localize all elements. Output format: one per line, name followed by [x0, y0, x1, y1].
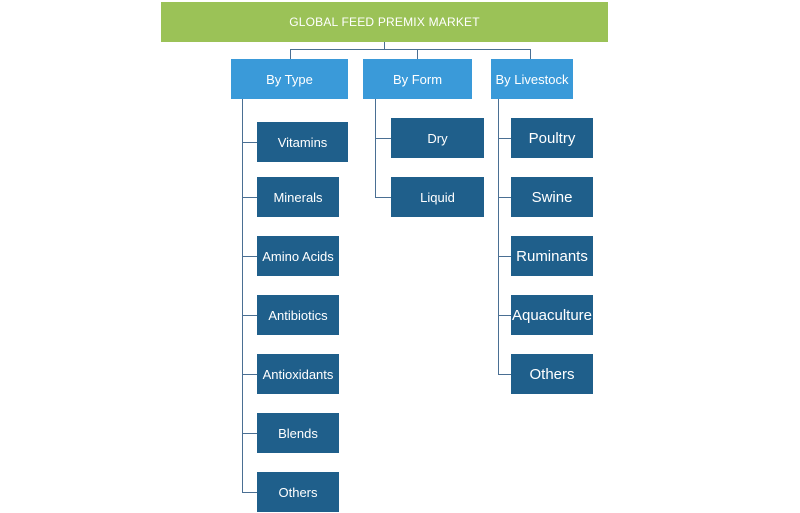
leaf-antibiotics: Antibiotics: [257, 295, 339, 335]
category-by-type: By Type: [231, 59, 348, 99]
leaf-antioxidants: Antioxidants: [257, 354, 339, 394]
leaf-label: Vitamins: [277, 134, 328, 150]
leaf-label: Ruminants: [516, 247, 588, 265]
category-label: By Type: [266, 71, 313, 87]
leaf-label: Others: [529, 365, 575, 383]
leaf-label: Antibiotics: [268, 307, 328, 323]
leaf-label: Others: [278, 484, 318, 500]
root-node-title: GLOBAL FEED PREMIX MARKET: [161, 2, 608, 42]
leaf-poultry: Poultry: [511, 118, 593, 158]
leaf-aquaculture: Aquaculture: [511, 295, 593, 335]
leaf-label: Liquid: [420, 189, 455, 205]
leaf-swine: Swine: [511, 177, 593, 217]
category-label: By Livestock: [495, 71, 569, 87]
leaf-label: Amino Acids: [262, 248, 334, 264]
leaf-liquid: Liquid: [391, 177, 484, 217]
leaf-label: Antioxidants: [262, 366, 334, 382]
leaf-label: Aquaculture: [511, 306, 593, 324]
leaf-label: Blends: [278, 425, 318, 441]
category-by-form: By Form: [363, 59, 472, 99]
leaf-blends: Blends: [257, 413, 339, 453]
category-by-livestock: By Livestock: [491, 59, 573, 99]
leaf-livestock-others: Others: [511, 354, 593, 394]
leaf-label: Dry: [427, 130, 448, 146]
leaf-type-others: Others: [257, 472, 339, 512]
leaf-label: Minerals: [273, 189, 323, 205]
leaf-amino-acids: Amino Acids: [257, 236, 339, 276]
leaf-minerals: Minerals: [257, 177, 339, 217]
leaf-label: Swine: [531, 188, 573, 206]
leaf-dry: Dry: [391, 118, 484, 158]
category-label: By Form: [392, 71, 443, 87]
root-node-label: GLOBAL FEED PREMIX MARKET: [289, 15, 480, 29]
leaf-label: Poultry: [528, 129, 576, 147]
leaf-ruminants: Ruminants: [511, 236, 593, 276]
leaf-vitamins: Vitamins: [257, 122, 348, 162]
